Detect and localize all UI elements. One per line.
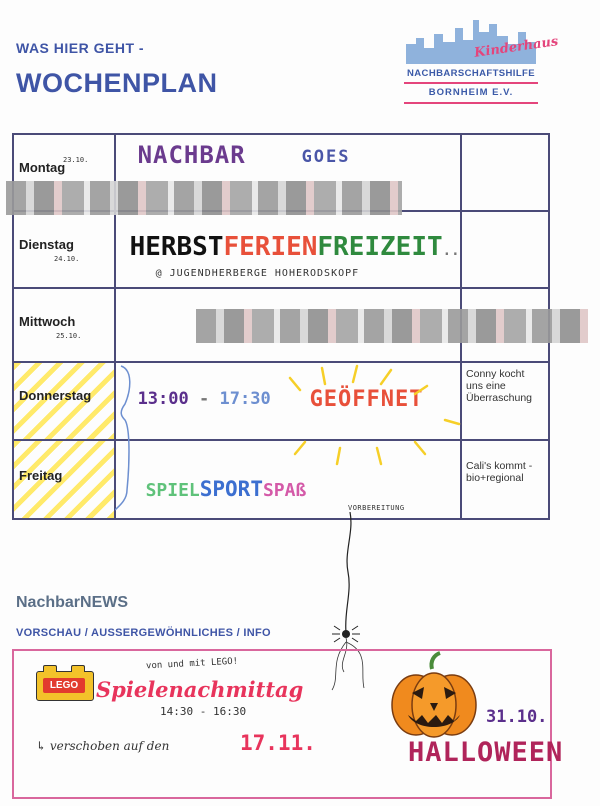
news-box: LEGO von und mit LEGO! Spielenachmittag … [12,649,562,799]
week-plan-table: Montag 23.10. NACHBAR GOES Dienstag 24.1… [12,133,550,520]
tuesday-location: @ JUGENDHERBERGE HOHERODSKOPF [155,268,360,279]
day-date: 25.10. [56,332,82,340]
note-cell-monday [460,133,550,212]
moved-date: 17.11. [240,731,316,755]
day-cell-tuesday: Dienstag 24.10. [12,210,116,289]
thursday-status: GEÖFFNET [309,387,424,412]
lego-brick-icon: LEGO [36,665,94,701]
note-cell-friday: Cali's kommt - bio+regional [460,439,550,520]
lego-caption: von und mit LEGO! [145,656,239,672]
note-cell-tuesday [460,210,550,289]
activity-cell-friday: SPIELSPORTSPAß [113,439,463,520]
tuesday-title-dots: .. [442,243,460,259]
event-time: 14:30 - 16:30 [160,705,247,718]
moved-label: ↳ verschoben auf den [36,739,170,753]
day-name: Mittwoch [19,314,76,329]
thursday-note: Conny kocht uns eine Überraschung [466,368,532,404]
table-row: Donnerstag 13:00 - 17:30 GEÖFFNET Conny … [12,361,550,441]
page-title: WOCHENPLAN [16,68,218,98]
friday-title-part-1: SPIEL [145,480,200,501]
washi-tape-wednesday [196,309,588,343]
kinderhaus-logo: Kinderhaus NACHBARSCHAFTSHILFE BORNHEIM … [404,14,559,106]
spider-icon [332,625,360,643]
monday-word-1: NACHBAR [137,141,246,169]
logo-org-name: NACHBARSCHAFTSHILFE [407,68,535,79]
logo-org-location: BORNHEIM E.V. [428,87,514,98]
halloween-title: HALLOWEEN [408,737,564,768]
activity-cell-tuesday: HERBSTFERIENFREIZEIT.. @ JUGENDHERBERGE … [113,210,463,289]
thursday-decoration [115,364,461,511]
spider-thread [331,512,365,691]
friday-title-part-2: SPORT [199,477,263,501]
day-name: Montag [19,160,66,175]
washi-tape-monday [6,181,402,215]
friday-title-part-3: SPAß [262,480,307,501]
friday-note: Cali's kommt - bio+regional [466,460,533,484]
day-name: Dienstag [19,237,74,252]
activity-cell-thursday: 13:00 - 17:30 GEÖFFNET [113,361,463,441]
tuesday-title-part-1: HERBST [129,232,224,262]
table-row: Freitag SPIELSPORTSPAß Cali's kommt - bi… [12,439,550,520]
day-name: Donnerstag [19,388,92,403]
vorbereitung-label: VORBEREITUNG [348,504,405,512]
halloween-date: 31.10. [486,707,548,727]
logo-divider-bottom [404,102,538,104]
day-cell-thursday: Donnerstag [12,361,116,441]
pumpkin-icon [391,651,477,738]
friday-title: SPIELSPORTSPAß [146,477,307,501]
tuesday-title: HERBSTFERIENFREIZEIT.. [130,232,460,262]
day-date: 23.10. [63,156,89,164]
thursday-hours: 13:00 - 17:30 [138,389,271,409]
day-name: Freitag [19,468,63,483]
event-title: Spielenachmittag [96,677,304,702]
logo-divider [404,82,538,84]
skyline-icon [406,20,536,64]
day-cell-friday: Freitag [12,439,116,520]
bracket-icon [115,365,131,511]
table-row: Dienstag 24.10. HERBSTFERIENFREIZEIT.. @… [12,210,550,289]
day-cell-wednesday: Mittwoch 25.10. [12,287,116,363]
cobweb-icon [331,637,365,691]
tuesday-title-part-2: FERIEN [223,232,318,262]
lego-brick-label: LEGO [43,678,85,693]
thursday-time-end: 17:30 [219,389,271,409]
header-subtitle: WAS HIER GEHT - [16,40,145,56]
note-cell-thursday: Conny kocht uns eine Überraschung [460,361,550,441]
sun-rays-icon [288,364,461,466]
thursday-time-dash: - [199,389,210,409]
news-title: NachbarNEWS [16,594,129,611]
tuesday-title-part-3: FREIZEIT [317,232,443,262]
thursday-time-start: 13:00 [137,389,189,409]
news-subtitle: VORSCHAU / AUSSERGEWÖHNLICHES / INFO [16,627,271,639]
day-date: 24.10. [54,255,80,263]
monday-word-2: GOES [301,147,351,167]
